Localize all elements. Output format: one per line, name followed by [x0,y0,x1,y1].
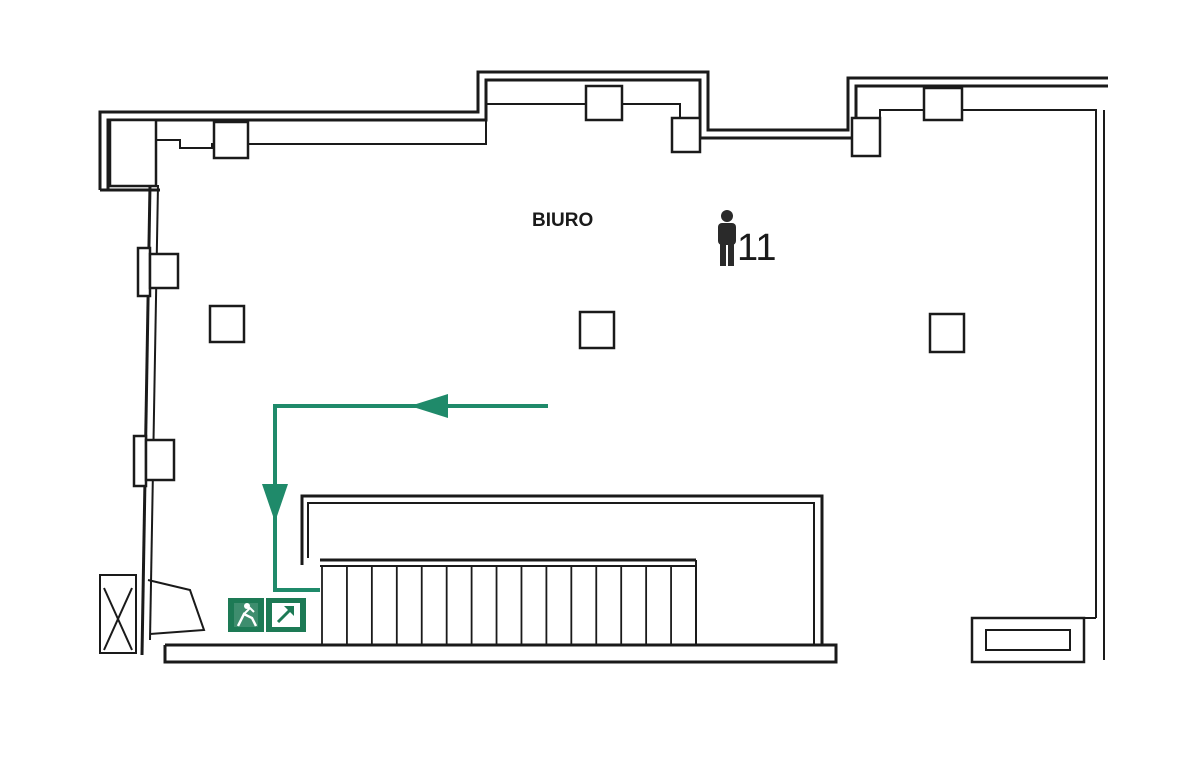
staircase [300,494,824,645]
interior-columns [208,304,966,354]
occupancy-count: 11 [737,227,776,269]
route-arrowhead-down [262,484,288,522]
evacuation-route [262,394,548,592]
room-label: BIURO [532,210,593,231]
wall-columns [108,84,964,488]
stair-treads [321,566,697,645]
outer-walls [98,70,1108,664]
person-icon [718,210,736,266]
occupancy-marker: 11 [718,210,776,269]
emergency-exit-sign-icon [228,598,306,632]
route-arrowhead-left [410,394,448,418]
entrance-door [99,574,206,654]
